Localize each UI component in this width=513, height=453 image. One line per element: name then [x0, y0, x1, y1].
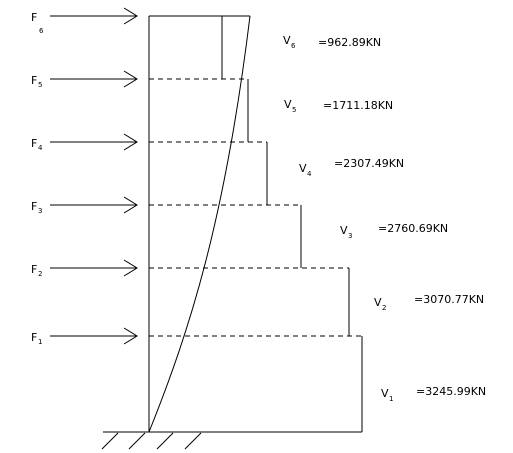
force-arrow-f6: [50, 7, 138, 25]
force-arrow-f2: [50, 259, 138, 277]
force-label-f3: F3: [31, 200, 42, 215]
force-arrow-f1: [50, 327, 138, 345]
force-label-f6: F6: [31, 11, 44, 35]
shear-label-v4: V4=2307.49KN: [299, 157, 404, 178]
force-label-f4: F4: [31, 137, 43, 152]
force-label-f5: F5: [31, 74, 42, 89]
hatch-4: [184, 432, 202, 450]
fixed-support: [101, 431, 362, 450]
shear-label-v3: V3=2760.69KN: [340, 222, 448, 240]
hatch-2: [128, 432, 146, 450]
shear-label-v5: V5=1711.18KN: [284, 98, 393, 114]
force-arrows: [50, 7, 138, 345]
force-arrow-f3: [50, 196, 138, 214]
hatch-1: [101, 432, 119, 450]
hatch-3: [156, 432, 174, 450]
shear-label-v6: V6=962.89KN: [283, 34, 381, 50]
force-labels: F6 F5 F4 F3 F2 F1: [31, 11, 44, 346]
deflection-curve: [148, 15, 251, 433]
shear-steps: [149, 16, 363, 432]
force-arrow-f4: [50, 133, 138, 151]
shear-labels: V6=962.89KN V5=1711.18KN V4=2307.49KN V3…: [283, 34, 486, 403]
force-label-f1: F1: [31, 331, 42, 346]
force-label-f2: F2: [31, 263, 42, 278]
force-arrow-f5: [50, 70, 138, 88]
shear-label-v2: V2=3070.77KN: [374, 293, 484, 312]
shear-label-v1: V1=3245.99KN: [381, 385, 486, 403]
